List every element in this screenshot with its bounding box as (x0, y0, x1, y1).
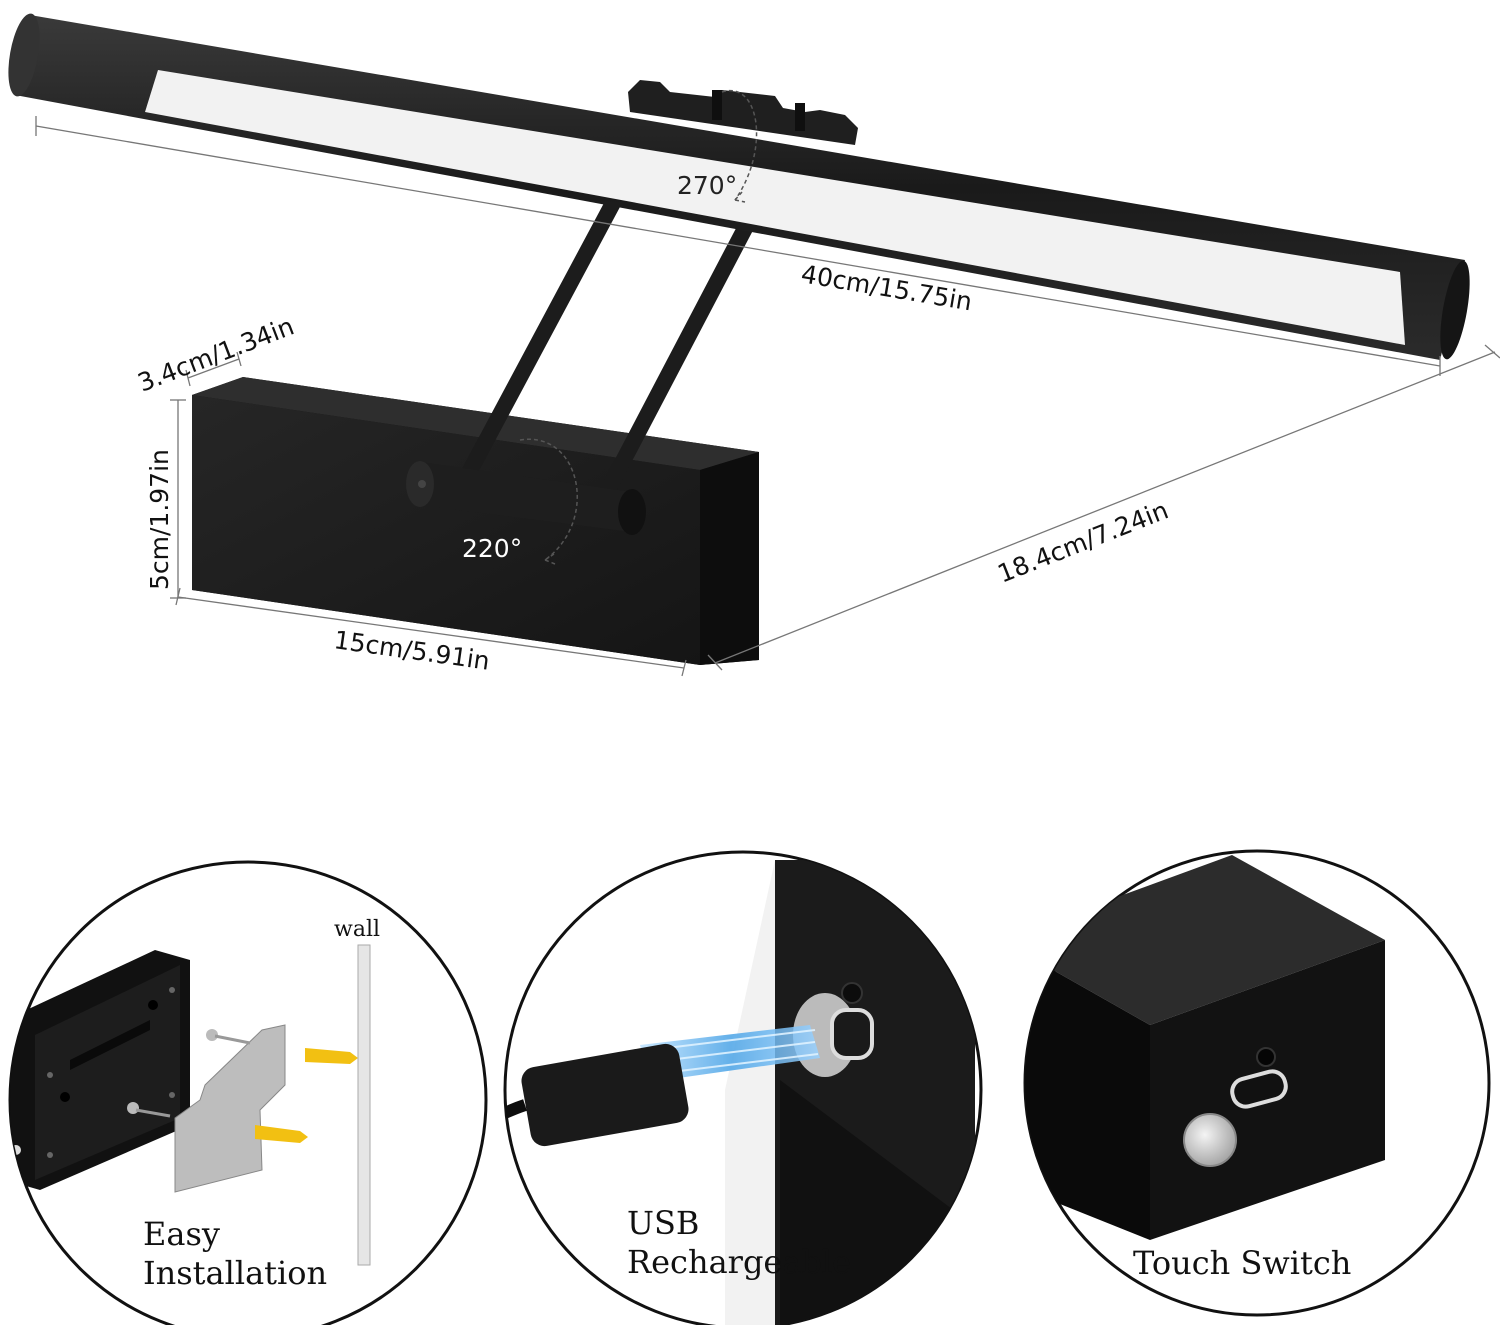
feature-usb-rechargeable: USB Rechargeable (503, 850, 983, 1325)
rotation-arrow-icon (519, 89, 758, 565)
caption-line-1: Touch Switch (1133, 1244, 1351, 1282)
feature-easy-installation: wall Easy Installation (8, 860, 488, 1325)
dimension-lines (35, 116, 1500, 677)
feature-touch-switch: Touch Switch (1023, 849, 1491, 1317)
caption-line-1: USB (627, 1204, 699, 1242)
wall (357, 944, 371, 1266)
head-hinge (628, 80, 858, 145)
touch-button-icon (1183, 1113, 1237, 1167)
caption-line-1: Easy (143, 1215, 220, 1253)
screw-icon (127, 1102, 171, 1118)
base-height-dimension-label: 5cm/1.97in (145, 449, 174, 590)
base-width-dimension-label: 15cm/5.91in (332, 625, 491, 676)
wall-label: wall (334, 917, 380, 942)
wall-anchor-icon (305, 1048, 358, 1064)
lamp-arms (457, 182, 760, 513)
light-bar (8, 13, 1470, 360)
lamp-base-top (1025, 855, 1385, 1025)
keyhole-slot-icon (148, 1000, 158, 1010)
mounting-bracket (174, 1024, 286, 1193)
led-strip (145, 70, 1405, 345)
usb-plug (521, 1043, 689, 1147)
wall-mount-base (192, 377, 759, 665)
picture-light-illustration: 270° 220° 40cm/15.75in 18.4cm/7.24in 15c… (8, 13, 1500, 677)
head-rotation-label: 270° (677, 171, 737, 200)
caption-line-2: Installation (143, 1254, 327, 1292)
depth-dimension-label: 18.4cm/7.24in (994, 495, 1173, 588)
wall-anchor-icon (255, 1125, 308, 1143)
arm-pivot (406, 461, 646, 535)
caption-line-2: Rechargeable (627, 1243, 851, 1281)
arm-rotation-label: 220° (462, 534, 522, 563)
screw-icon (206, 1029, 251, 1045)
